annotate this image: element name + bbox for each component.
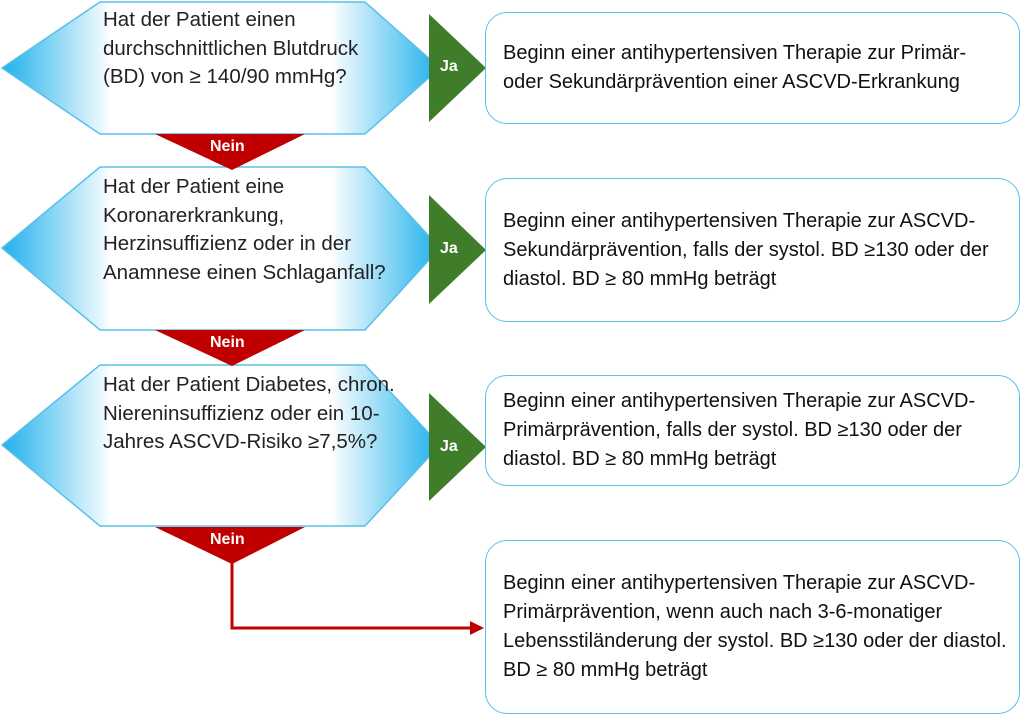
no-label-3: Nein — [210, 531, 245, 548]
yes-label-2: Ja — [440, 240, 458, 257]
yes-arrow-2 — [429, 195, 486, 304]
no-arrow-2 — [155, 330, 305, 366]
outcome-box-4: Beginn einer antihypertensiven Therapie … — [485, 540, 1020, 714]
no-connector-line — [230, 563, 472, 630]
no-label-1: Nein — [210, 138, 245, 155]
outcome-box-1: Beginn einer antihypertensiven Therapie … — [485, 12, 1020, 124]
no-label-2: Nein — [210, 334, 245, 351]
no-arrow-1 — [155, 134, 305, 170]
no-arrow-3 — [155, 527, 305, 564]
yes-label-1: Ja — [440, 58, 458, 75]
outcome-text-4: Beginn einer antihypertensiven Therapie … — [503, 572, 1007, 681]
yes-arrow-1 — [429, 14, 486, 122]
outcome-box-3: Beginn einer antihypertensiven Therapie … — [485, 375, 1020, 486]
yes-arrow-3 — [429, 393, 486, 501]
outcome-box-2: Beginn einer antihypertensiven Therapie … — [485, 178, 1020, 322]
connector-arrowhead — [470, 621, 484, 635]
question-1: Hat der Patient einen durchschnittlichen… — [103, 8, 359, 88]
question-2: Hat der Patient eine Koronarerkrankung, … — [103, 175, 386, 284]
question-3: Hat der Patient Diabetes, chron. Niereni… — [103, 373, 395, 453]
outcome-text-3: Beginn einer antihypertensiven Therapie … — [503, 390, 976, 470]
yes-label-3: Ja — [440, 438, 458, 455]
outcome-text-1: Beginn einer antihypertensiven Therapie … — [503, 42, 967, 93]
outcome-text-2: Beginn einer antihypertensiven Therapie … — [503, 209, 989, 290]
